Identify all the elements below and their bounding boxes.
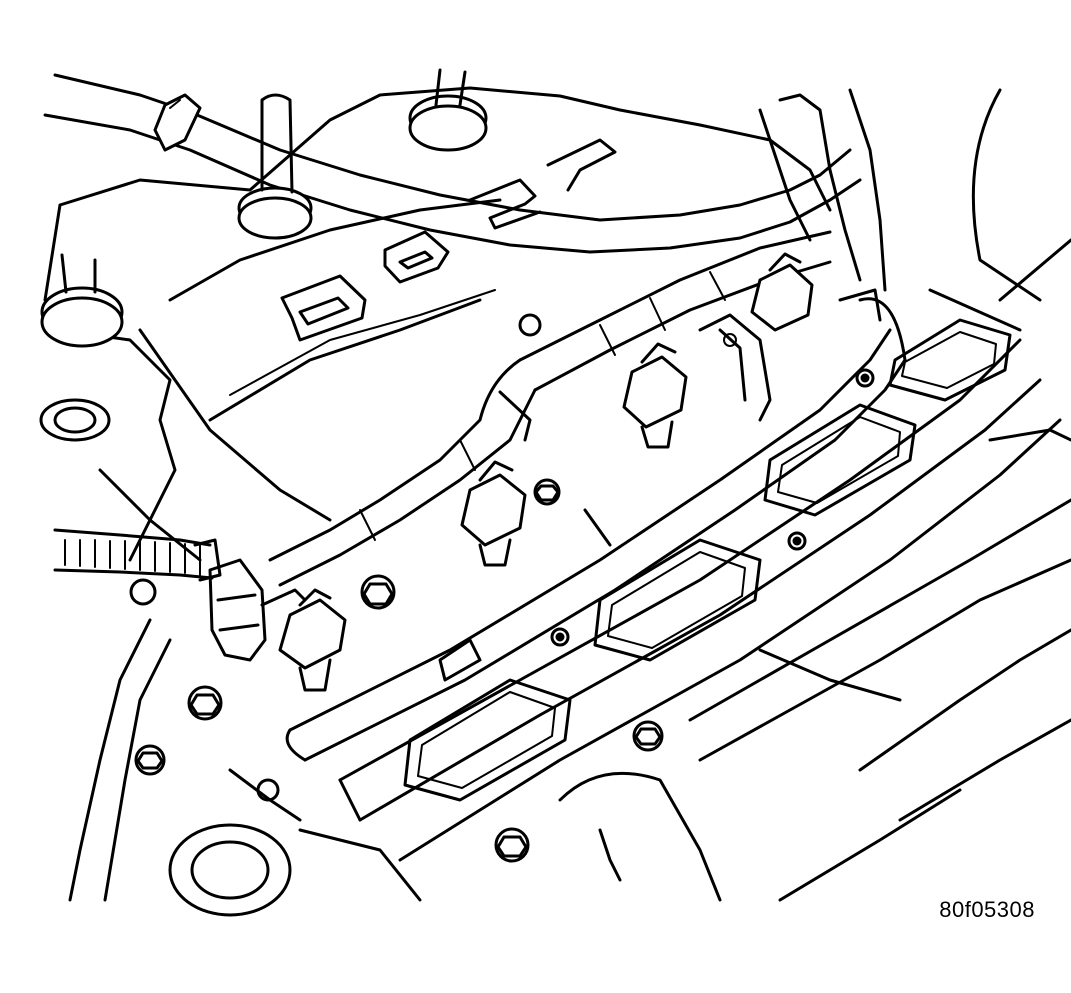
intake-port-4 [888, 318, 1012, 402]
injector-2 [460, 460, 527, 567]
sensor-connector [208, 558, 307, 662]
bolt [187, 685, 223, 721]
figure-reference-code: 80f05308 [939, 897, 1035, 922]
bolt [129, 578, 157, 606]
intake-manifold-flange [338, 288, 1062, 862]
bolt [632, 720, 664, 752]
lower-engine-block [68, 428, 1071, 917]
bolt [533, 478, 561, 506]
injector-3 [622, 342, 688, 449]
braided-conduit [53, 528, 222, 582]
dohc-lettering [280, 138, 617, 342]
bolt [134, 744, 166, 776]
bolt [494, 827, 530, 863]
intake-port-2 [593, 538, 762, 662]
injector-4 [750, 252, 814, 332]
bolt [360, 574, 396, 610]
injector-wiring-harness [268, 230, 832, 587]
right-side-hoses [758, 88, 1071, 302]
intake-port-3 [763, 403, 917, 517]
fuel-injectors [278, 252, 814, 692]
upper-hose [43, 73, 862, 254]
bolt [518, 313, 542, 337]
intake-port-1 [403, 678, 572, 802]
injector-1 [278, 588, 347, 692]
fuel-rail [285, 288, 907, 762]
cover-grommets [39, 68, 488, 442]
